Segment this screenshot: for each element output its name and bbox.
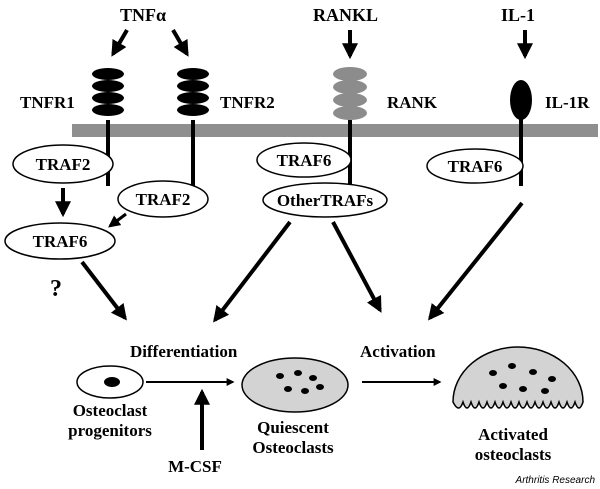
il1r-to-activation-arrow xyxy=(428,201,524,321)
traf2-oval-tnfr1 xyxy=(12,144,114,184)
traf6-il1r-label: TRAF6 xyxy=(448,157,503,176)
progenitors-label-line1: Osteoclast xyxy=(73,401,148,420)
other-trafs-oval xyxy=(262,182,388,218)
traf2-tnfr1-label: TRAF2 xyxy=(36,155,91,174)
question-mark: ? xyxy=(50,276,62,302)
ligand-il1-label: IL-1 xyxy=(501,5,535,25)
quiescent-label-line1: Quiescent xyxy=(257,418,329,437)
tnfa-to-tnfr1-arrow xyxy=(111,28,129,57)
activated-label-line2: osteoclasts xyxy=(475,445,552,464)
rank-label: RANK xyxy=(387,93,438,112)
il1r-label: IL-1R xyxy=(545,93,590,112)
traf6-rank-label: TRAF6 xyxy=(277,151,332,170)
quiescent-osteoclast-cell xyxy=(241,357,349,413)
tnfr2-receptor xyxy=(177,68,209,188)
signaling-arrows xyxy=(55,188,524,323)
tnfr1-receptor xyxy=(92,68,124,186)
traf6-oval-tnf xyxy=(4,222,116,260)
traf2-oval-tnfr2 xyxy=(117,180,209,218)
other-trafs-label: OtherTRAFs xyxy=(277,191,374,210)
activated-osteoclast-cell xyxy=(452,346,584,409)
traf2b-to-traf6-arrow xyxy=(108,212,127,228)
tnfr1-label: TNFR1 xyxy=(20,93,75,112)
ligand-rankl-label: RANKL xyxy=(313,5,378,25)
progenitors-label-line2: progenitors xyxy=(68,421,152,440)
traf2-tnfr2-label: TRAF2 xyxy=(136,190,191,209)
il1r-receptor xyxy=(510,80,532,186)
traf6-oval-rank xyxy=(256,142,352,178)
othertrafs-to-differentiation-arrow xyxy=(213,220,292,323)
progenitor-cell xyxy=(76,365,144,399)
traf6-oval-il1r xyxy=(426,148,524,184)
activated-label-line1: Activated xyxy=(478,425,548,444)
rank-receptor xyxy=(333,67,367,184)
cell-membrane xyxy=(72,124,598,137)
tnfa-to-tnfr2-arrow xyxy=(171,28,189,57)
ligand-tnfa-label: TNFα xyxy=(120,5,166,25)
tnfr2-label: TNFR2 xyxy=(220,93,275,112)
source-credit: Arthritis Research xyxy=(515,475,596,486)
traf6-to-differentiation-arrow xyxy=(80,260,127,321)
othertrafs-to-activation-arrow xyxy=(331,221,382,313)
differentiation-label: Differentiation xyxy=(130,342,238,361)
traf6-tnf-label: TRAF6 xyxy=(33,232,88,251)
ligand-arrows xyxy=(111,28,533,60)
quiescent-label-line2: Osteoclasts xyxy=(252,438,334,457)
activation-label: Activation xyxy=(360,342,436,361)
mcsf-label: M-CSF xyxy=(168,457,222,476)
